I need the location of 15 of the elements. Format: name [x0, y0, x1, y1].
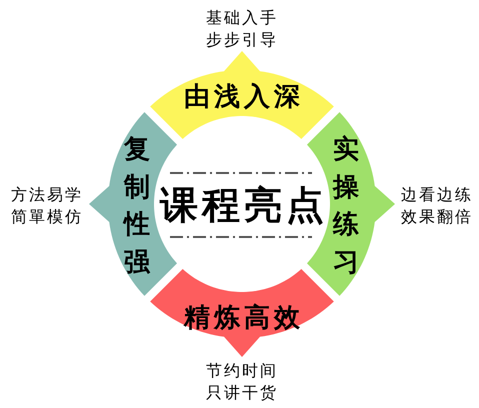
- center-title: 课程亮点: [156, 186, 328, 224]
- ring-segment: [150, 268, 334, 357]
- caption-text: 效果翻倍: [400, 206, 473, 228]
- caption-text: 基础入手: [205, 7, 278, 29]
- segment-label: 复制性强: [124, 134, 150, 280]
- segment-label: 实操练习: [333, 134, 359, 280]
- caption-text: 简單模仿: [10, 206, 83, 228]
- caption-text: 方法易学: [10, 184, 83, 206]
- ring-segment: [150, 51, 334, 140]
- caption-text: 步步引导: [205, 29, 278, 51]
- caption-text: 边看边练: [400, 184, 473, 206]
- caption-text: 节约时间: [205, 360, 278, 382]
- segment-label: 精炼高效: [182, 305, 304, 331]
- segment-label: 由浅入深: [183, 84, 304, 110]
- caption-text: 只讲干货: [205, 382, 278, 404]
